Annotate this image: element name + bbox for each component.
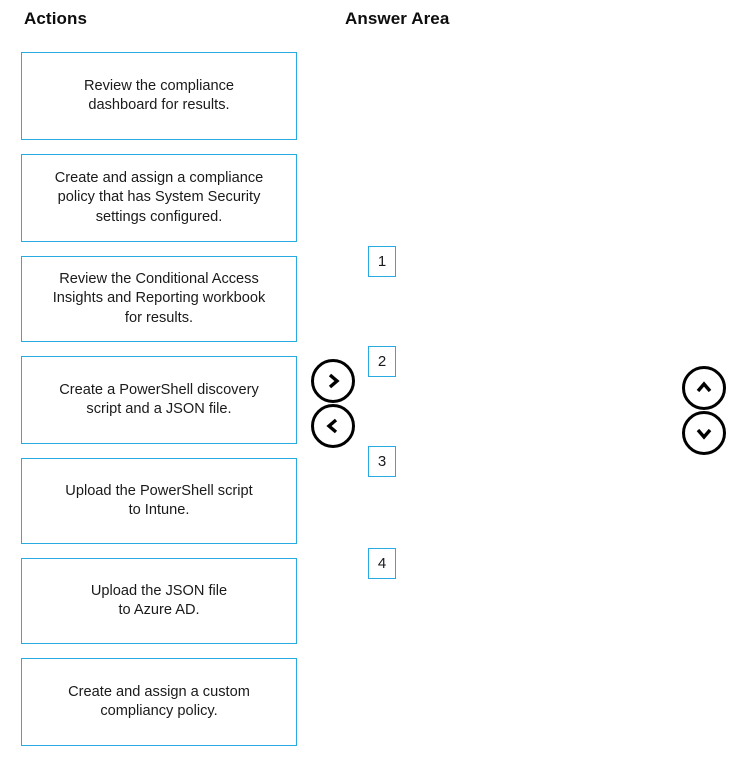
- answer-slot-3[interactable]: 3: [368, 446, 396, 477]
- answer-slot-2[interactable]: 2: [368, 346, 396, 377]
- answer-slot-number: 1: [377, 253, 387, 270]
- action-card-text: Create a PowerShell discovery script and…: [59, 381, 259, 420]
- action-card-upload-json-azure-ad[interactable]: Upload the JSON file to Azure AD.: [21, 558, 297, 644]
- action-line: Create and assign a compliance: [54, 170, 264, 187]
- action-line: script and a JSON file.: [86, 401, 232, 417]
- actions-list: Review the compliance dashboard for resu…: [21, 52, 297, 760]
- move-up-button[interactable]: [682, 366, 726, 410]
- answer-slot-1[interactable]: 1: [368, 246, 396, 277]
- action-card-text: Upload the PowerShell script to Intune.: [65, 482, 252, 521]
- chevron-left-circle-icon: [323, 416, 343, 436]
- action-line: policy that has System Security: [57, 189, 261, 206]
- answer-slot-number: 2: [377, 353, 387, 370]
- action-card-create-compliance-policy[interactable]: Create and assign a compliance policy th…: [21, 154, 297, 242]
- move-right-button[interactable]: [311, 359, 355, 403]
- action-card-upload-powershell-script-intune[interactable]: Upload the PowerShell script to Intune.: [21, 458, 297, 544]
- action-card-review-compliance-dashboard[interactable]: Review the compliance dashboard for resu…: [21, 52, 297, 140]
- answer-slot-number: 4: [377, 555, 387, 572]
- action-line: dashboard for results.: [88, 97, 230, 113]
- action-card-text: Create and assign a custom compliancy po…: [68, 683, 250, 722]
- move-controls: [311, 359, 357, 449]
- action-line: Insights and Reporting workbook: [52, 290, 266, 307]
- action-line: Create a PowerShell discovery: [59, 381, 259, 398]
- answer-area-column-header: Answer Area: [345, 9, 450, 28]
- move-down-button[interactable]: [682, 411, 726, 455]
- answer-slot-number: 3: [377, 453, 387, 470]
- action-line: Create and assign a custom: [68, 683, 250, 700]
- action-card-review-conditional-access-workbook[interactable]: Review the Conditional Access Insights a…: [21, 256, 297, 342]
- action-line: Upload the JSON file: [90, 582, 228, 599]
- action-card-text: Create and assign a compliance policy th…: [55, 169, 264, 227]
- action-line: compliancy policy.: [100, 703, 218, 719]
- answer-slot-4[interactable]: 4: [368, 548, 396, 579]
- reorder-controls: [682, 366, 728, 456]
- action-card-create-custom-compliancy-policy[interactable]: Create and assign a custom compliancy po…: [21, 658, 297, 746]
- action-line: Upload the PowerShell script: [65, 482, 253, 499]
- chevron-up-circle-icon: [694, 378, 714, 398]
- action-line: Review the compliance: [83, 77, 235, 94]
- actions-column-header: Actions: [24, 9, 88, 28]
- chevron-right-circle-icon: [323, 371, 343, 391]
- action-card-create-powershell-discovery-script[interactable]: Create a PowerShell discovery script and…: [21, 356, 297, 444]
- action-line: to Azure AD.: [118, 602, 200, 618]
- action-line: to Intune.: [128, 502, 190, 518]
- action-line: settings configured.: [95, 208, 223, 225]
- action-line: for results.: [124, 309, 194, 326]
- action-card-text: Review the compliance dashboard for resu…: [84, 77, 234, 116]
- action-card-text: Upload the JSON file to Azure AD.: [91, 582, 227, 621]
- action-line: Review the Conditional Access: [59, 271, 259, 288]
- move-left-button[interactable]: [311, 404, 355, 448]
- action-card-text: Review the Conditional Access Insights a…: [53, 270, 266, 328]
- chevron-down-circle-icon: [694, 423, 714, 443]
